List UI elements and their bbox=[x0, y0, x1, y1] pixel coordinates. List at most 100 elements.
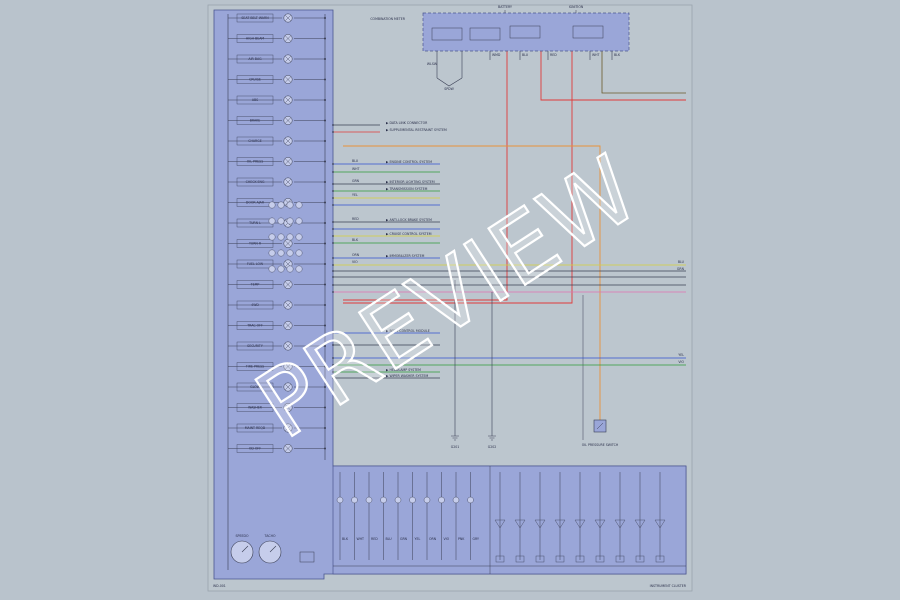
terminal-box bbox=[615, 555, 625, 563]
system-reference-label: ▶ SUPPLEMENTAL RESTRAINT SYSTEM bbox=[386, 128, 447, 132]
wire-terminal-dot bbox=[332, 163, 334, 165]
terminal-box bbox=[595, 555, 605, 563]
pin-dot bbox=[324, 78, 326, 81]
lamp-cross bbox=[284, 76, 292, 83]
pin-dot bbox=[324, 160, 326, 163]
wire-code-label: BLK bbox=[614, 53, 621, 57]
wire-terminal-dot bbox=[332, 228, 334, 230]
pin-dot bbox=[324, 242, 326, 245]
indicator-box bbox=[236, 54, 274, 64]
indicator-box bbox=[236, 321, 274, 330]
gauge-needle bbox=[269, 545, 277, 553]
pin-dot bbox=[324, 365, 326, 368]
wire-terminal-dot bbox=[332, 332, 334, 334]
transistor-icon bbox=[614, 519, 626, 529]
wire-code-label: WHT bbox=[592, 53, 600, 57]
pin-dot bbox=[324, 304, 326, 306]
red-ignition-wire bbox=[343, 51, 573, 304]
wire-terminal-dot bbox=[332, 131, 334, 133]
wire-terminal-dot bbox=[332, 204, 334, 206]
fuse-label-ignition: IGNITION bbox=[569, 5, 584, 9]
indicator-label: FUEL LOW bbox=[247, 262, 264, 266]
backlight-bulb-icon bbox=[286, 249, 294, 257]
pin-dot bbox=[324, 201, 326, 204]
indicator-label: OIL PRESS bbox=[247, 160, 263, 164]
backlight-bulb-icon bbox=[295, 233, 303, 241]
lamp-cross bbox=[284, 178, 292, 186]
circuit-wires bbox=[332, 51, 686, 441]
wire-terminal-dot bbox=[332, 183, 334, 185]
system-reference-label: ▶ BODY CONTROL MODULE bbox=[386, 329, 430, 333]
indicator-box bbox=[236, 300, 274, 310]
transistor-icon bbox=[574, 519, 586, 529]
bottom-lamp-icon bbox=[467, 496, 474, 504]
lamp-cross bbox=[284, 424, 292, 432]
transistor-icon bbox=[514, 519, 526, 529]
pin-dot bbox=[324, 99, 326, 101]
indicator-box bbox=[236, 136, 274, 146]
switch-contact bbox=[596, 422, 604, 430]
bottom-lamp-icon bbox=[336, 496, 344, 504]
system-reference-label: ▶ CRUISE CONTROL SYSTEM bbox=[386, 232, 432, 236]
cluster-module-box bbox=[299, 551, 315, 563]
wire-terminal-dot bbox=[332, 276, 334, 278]
transistor-icon bbox=[554, 519, 566, 529]
lamp-cross bbox=[284, 281, 292, 288]
ground-label: G202 bbox=[488, 445, 497, 449]
backlight-bulb-icon bbox=[277, 233, 285, 241]
left-connector-code: WLSW bbox=[427, 62, 438, 66]
wire-code-label: YEL bbox=[352, 193, 358, 197]
wire-terminal-dot bbox=[332, 284, 334, 286]
system-reference-label: ▶ WIPER WASHER SYSTEM bbox=[386, 374, 428, 378]
lamp-cross bbox=[284, 445, 292, 452]
indicator-label: CHECK ENG bbox=[246, 180, 265, 184]
pin-dot bbox=[324, 37, 326, 40]
wire-terminal-dot bbox=[332, 242, 334, 244]
pin-dot bbox=[324, 324, 326, 327]
connector-label: COMBINATION METER bbox=[370, 17, 405, 21]
lamp-cross bbox=[284, 240, 292, 247]
wire-code-label: BLU bbox=[678, 260, 685, 264]
indicator-label: MAINT REQD bbox=[245, 426, 266, 430]
wire-code-label: VIO bbox=[678, 360, 684, 364]
dark-output-wire bbox=[601, 51, 686, 94]
ground-label: G201 bbox=[451, 445, 460, 449]
bottom-wire-code: GRY bbox=[473, 537, 479, 541]
pin-dot bbox=[324, 427, 326, 429]
system-reference-label: ▶ TRANSMISSION SYSTEM bbox=[386, 187, 428, 191]
circuit-labels: ▶ DATA LINK CONNECTOR▶ SUPPLEMENTAL REST… bbox=[352, 121, 685, 449]
indicator-box bbox=[236, 362, 274, 371]
backlight-bulb-icon bbox=[268, 249, 276, 257]
lamp-cross bbox=[284, 14, 292, 22]
bottom-wire-code: PNK bbox=[458, 537, 465, 541]
indicator-label: ABS bbox=[252, 98, 258, 102]
indicator-label: DOOR AJAR bbox=[246, 201, 265, 205]
system-reference-label: ▶ IMMOBILIZER SYSTEM bbox=[386, 254, 425, 258]
wire-code-label: RED bbox=[352, 217, 359, 221]
indicator-box bbox=[236, 116, 274, 125]
indicator-box bbox=[236, 382, 274, 392]
wire-terminal-dot bbox=[332, 364, 334, 366]
system-reference-label: ▶ INTERIOR LIGHTING SYSTEM bbox=[386, 180, 435, 184]
red-power-wire bbox=[343, 51, 508, 301]
transistor-icon bbox=[654, 519, 666, 529]
transistor-icon bbox=[634, 519, 646, 529]
indicator-label: TIRE PRESS bbox=[245, 365, 264, 369]
indicator-label: SEAT BELT WARN bbox=[241, 16, 269, 20]
backlight-bulb-icon bbox=[295, 265, 303, 273]
bottom-wire-code: VIO bbox=[444, 537, 450, 541]
lamp-cross bbox=[284, 363, 292, 370]
backlight-bulb-icon bbox=[268, 201, 276, 209]
indicator-label: GLOW bbox=[250, 385, 261, 389]
fuse-box bbox=[431, 27, 463, 41]
bottom-wire-code: RED bbox=[371, 537, 378, 541]
wire-code-label: ORN bbox=[352, 253, 360, 257]
wire-terminal-dot bbox=[332, 190, 334, 192]
bottom-wire-code: ORN bbox=[429, 537, 437, 541]
lamp-cross bbox=[284, 322, 292, 329]
indicator-box bbox=[236, 444, 274, 453]
backlight-bulb-icon bbox=[286, 265, 294, 273]
indicator-box bbox=[236, 95, 274, 105]
